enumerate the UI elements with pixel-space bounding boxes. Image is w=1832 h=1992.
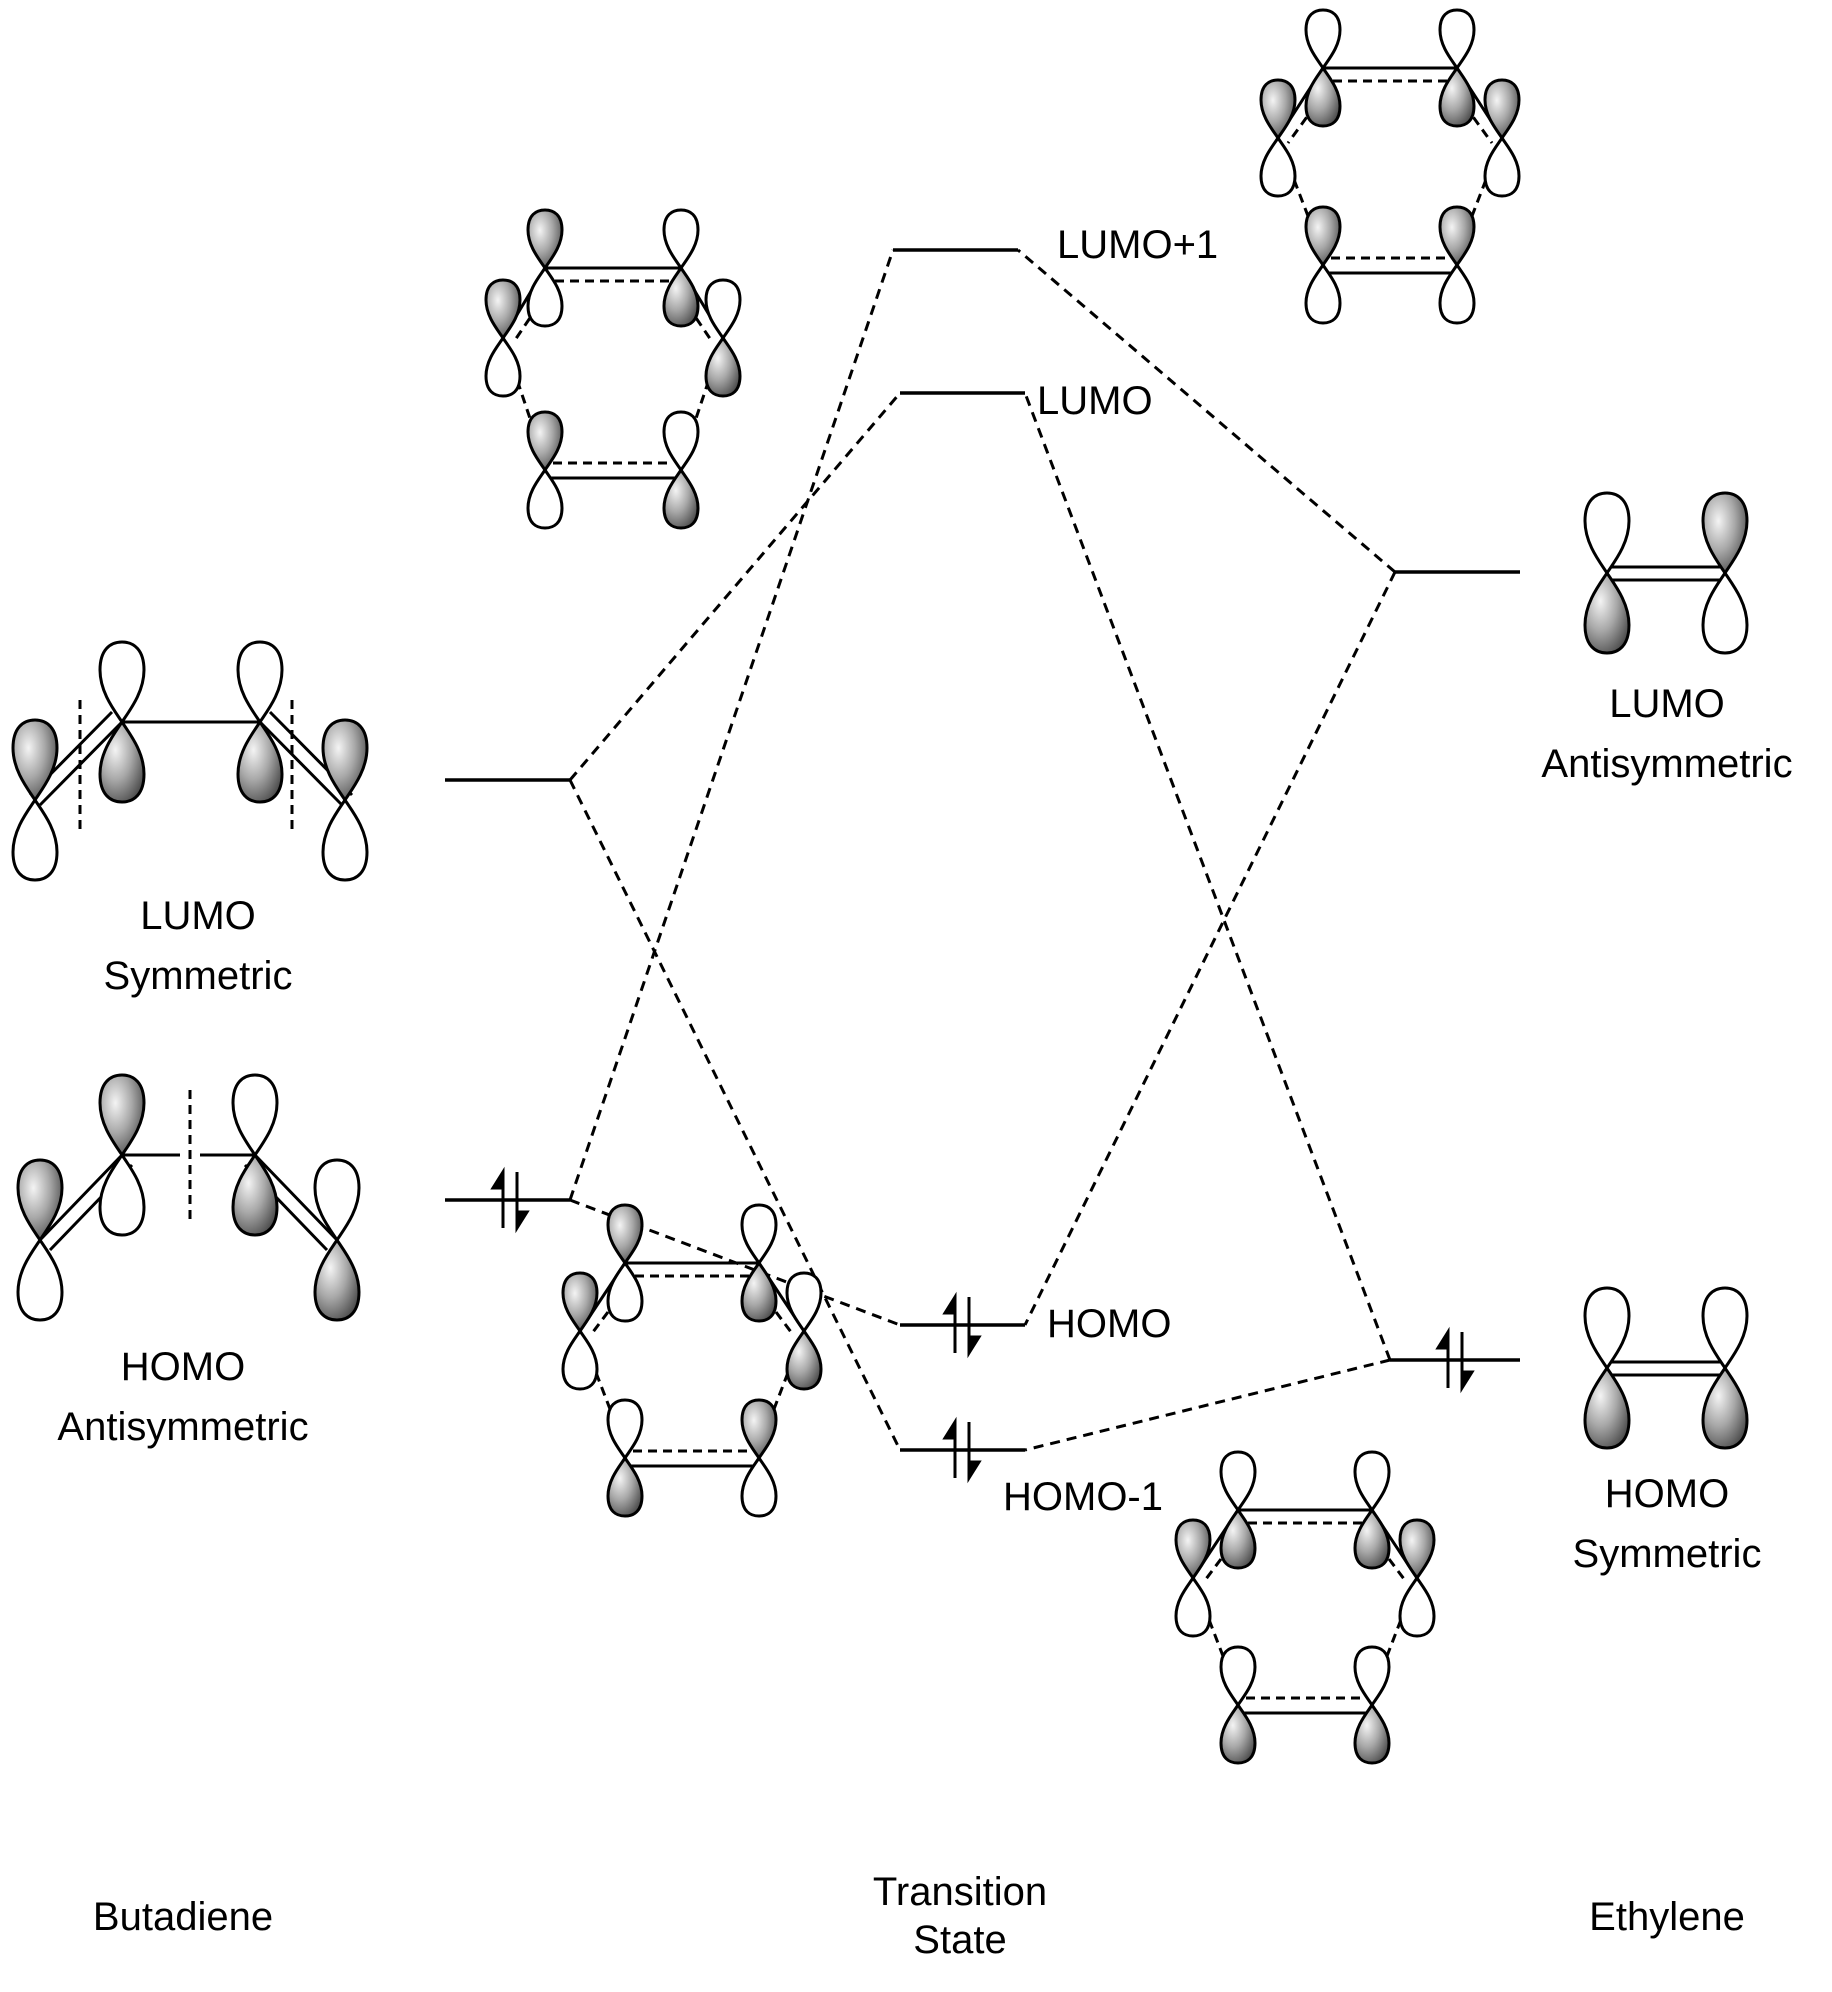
corr-et-lumo-to-ts-lumo1: [1017, 248, 1396, 574]
electron-pairs: [490, 1166, 1475, 1484]
electron-pair-ts-homo: [942, 1291, 982, 1359]
electron-pair-ethylene-homo: [1435, 1326, 1475, 1394]
ethylene-homo-symmetry: Symmetric: [1572, 1532, 1762, 1576]
ethylene-homo-orbital: [1583, 1286, 1749, 1450]
butadiene-lumo-orbital: [11, 640, 369, 882]
corr-bd-lumo-to-ts-homo1: [568, 779, 902, 1451]
electron-pair-butadiene-homo: [490, 1166, 530, 1234]
column-label-butadiene: Butadiene: [92, 1895, 274, 1939]
corr-bd-lumo-to-ts-lumo: [568, 392, 902, 781]
ethylene-homo-name: HOMO: [1604, 1472, 1730, 1516]
ethylene-lumo-orbital: [1583, 491, 1749, 655]
butadiene-homo-symmetry: Antisymmetric: [57, 1405, 309, 1449]
corr-et-homo-to-ts-lumo: [1023, 392, 1392, 1361]
electron-pair-ts-homo1: [942, 1416, 982, 1484]
column-label-ethylene: Ethylene: [1589, 1895, 1745, 1939]
ethylene-lumo-name: LUMO: [1609, 682, 1725, 726]
ts-lumo1-label: LUMO+1: [1057, 223, 1219, 267]
ts-lumo-label: LUMO: [1037, 379, 1153, 423]
butadiene-lumo-symmetry: Symmetric: [103, 954, 293, 998]
corr-et-lumo-to-ts-homo: [1023, 571, 1397, 1326]
ts-homo-label: HOMO: [1047, 1302, 1172, 1346]
ts-homo1-orbital: [1174, 1450, 1436, 1765]
column-label-transition-state: Transition State: [872, 1870, 1048, 1962]
corr-bd-homo-to-ts-lumo1: [568, 249, 895, 1201]
butadiene-lumo-name: LUMO: [140, 894, 256, 938]
correlation-lines: [568, 248, 1397, 1452]
ts-homo1-label: HOMO-1: [1003, 1475, 1163, 1519]
butadiene-homo-name: HOMO: [120, 1345, 246, 1389]
butadiene-homo-orbital: [16, 1073, 361, 1322]
corr-et-homo-to-ts-homo1: [1024, 1358, 1391, 1452]
energy-levels: [445, 248, 1520, 1452]
ts-homo-orbital: [561, 1203, 823, 1518]
ts-lumo1-orbital: [1259, 8, 1521, 325]
ts-lumo-orbital: [484, 208, 742, 530]
ethylene-lumo-symmetry: Antisymmetric: [1541, 742, 1793, 786]
